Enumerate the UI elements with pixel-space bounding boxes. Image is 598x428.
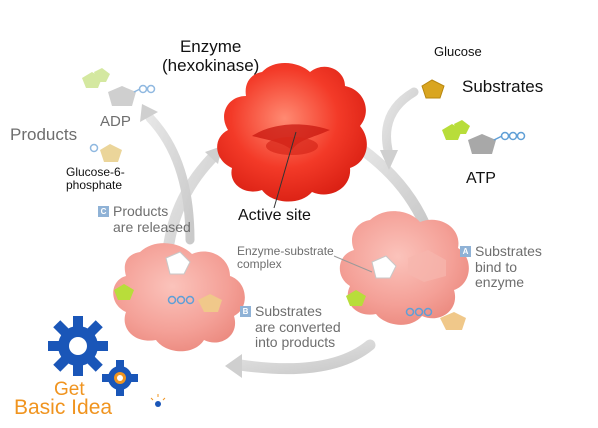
atp-label: ATP	[466, 170, 496, 187]
step-b-line2: are converted	[255, 318, 341, 335]
step-b-line3: into products	[255, 334, 336, 351]
logo-basic-idea-text: Basic Idea	[14, 396, 113, 419]
enzyme-label-line1: Enzyme	[179, 37, 242, 56]
g6p-label-line2: phosphate	[66, 178, 123, 193]
enzyme-label: Enzyme (hexokinase)	[162, 37, 260, 75]
es-complex-pointer	[333, 255, 373, 273]
g6p-label-line1: Glucose-6-	[66, 165, 125, 179]
es-complex-label: Enzyme-substrate complex	[237, 244, 334, 272]
glucose-in-complex	[371, 255, 397, 279]
step-c-line1: Products	[113, 203, 169, 219]
adp-label: ADP	[100, 113, 131, 130]
glucose-6-phosphate-molecule	[89, 143, 122, 162]
enzyme-substrate-complex-b	[113, 243, 245, 352]
step-c-line2: are released	[113, 218, 191, 235]
arrow-complex-a-to-b	[234, 339, 376, 375]
step-b-line1: Substrates	[255, 303, 322, 319]
arrow-products-up	[145, 113, 195, 245]
enzyme-substrate-complex-a	[339, 211, 469, 330]
glucose-molecule	[421, 79, 445, 99]
active-site-pointer	[273, 131, 297, 209]
logo-get-text: Get	[54, 379, 85, 400]
adp-molecule	[82, 68, 156, 106]
atp-molecule	[442, 120, 526, 154]
arrow-enzyme-to-complex-a	[354, 142, 431, 231]
arrow-glucose-to-enzyme	[382, 87, 419, 155]
step-a-line3: enzyme	[475, 274, 525, 291]
bulb-icon	[155, 401, 161, 407]
es-complex-label-line1: Enzyme-substrate	[237, 244, 334, 258]
atp-in-complex	[346, 250, 466, 330]
gears-logo-icon	[48, 316, 166, 407]
substrates-label: Substrates	[462, 77, 544, 96]
step-c-badge: C	[98, 206, 109, 217]
enzyme-label-line2: (hexokinase)	[162, 55, 260, 75]
step-a-line1: Substrates	[475, 243, 542, 259]
step-b-badge: B	[240, 306, 251, 317]
es-complex-label-line2: complex	[237, 257, 282, 272]
step-a-label: A Substrates bind to enzyme	[460, 243, 542, 291]
enzyme-hexokinase	[217, 62, 367, 202]
glucose-label: Glucose	[434, 44, 482, 59]
products-label: Products	[10, 125, 78, 144]
cycle-arrows	[145, 87, 431, 375]
step-b-label: B Substrates are converted into products	[240, 303, 341, 351]
step-a-badge: A	[460, 246, 471, 257]
step-a-line2: bind to	[475, 258, 518, 275]
active-site-label: Active site	[238, 207, 311, 224]
step-c-label: C Products are released	[98, 203, 191, 235]
g6p-label: Glucose-6- phosphate	[66, 165, 125, 193]
